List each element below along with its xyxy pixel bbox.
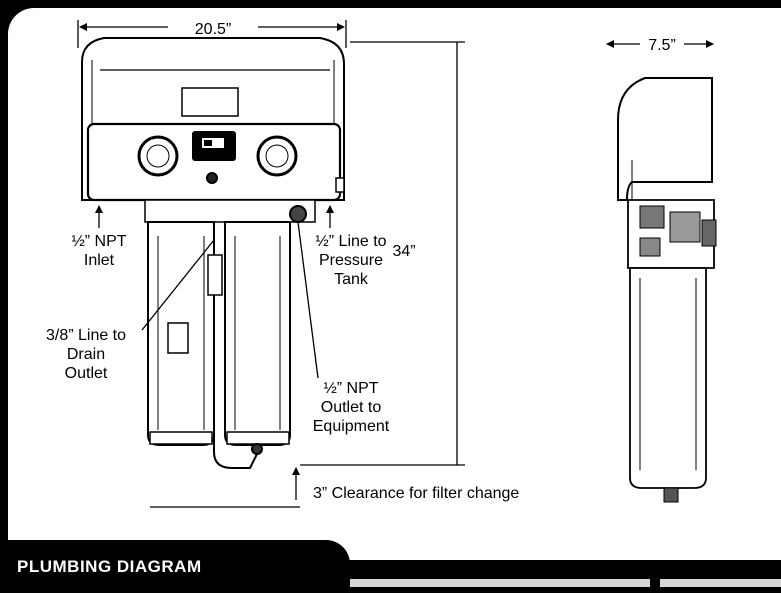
pressure-tank-label-3: Tank bbox=[334, 271, 369, 288]
drain-label-3: Outlet bbox=[65, 365, 108, 382]
drain-label-2: Drain bbox=[67, 346, 105, 363]
inlet-label-1: ½” NPT bbox=[71, 233, 126, 250]
side-cover bbox=[617, 77, 713, 201]
side-unit bbox=[617, 77, 717, 503]
bottom-strip bbox=[350, 579, 650, 587]
indicator-light bbox=[206, 172, 218, 184]
outlet-label-3: Equipment bbox=[313, 418, 390, 435]
front-unit bbox=[81, 37, 345, 469]
width-label: 20.5” bbox=[195, 21, 231, 38]
bottom-strip-right bbox=[660, 579, 781, 587]
outlet-leader bbox=[297, 221, 319, 379]
title-tab bbox=[0, 540, 350, 593]
manifold bbox=[144, 199, 316, 223]
filter-housing-right bbox=[224, 221, 291, 446]
inlet-label-2: Inlet bbox=[84, 252, 115, 269]
valve-knob bbox=[289, 205, 307, 223]
drain-label-1: 3/8” Line to bbox=[46, 327, 126, 344]
cover-window bbox=[181, 87, 239, 117]
clearance-label: 3” Clearance for filter change bbox=[313, 485, 519, 502]
pressure-tank-label-1: ½” Line to bbox=[315, 233, 386, 250]
drain-line bbox=[213, 228, 259, 469]
outlet-label-1: ½” NPT bbox=[323, 380, 378, 397]
pressure-tank-label-2: Pressure bbox=[319, 252, 383, 269]
labels: 20.5” 34” 7.5” 3” Clearance for filter c… bbox=[46, 21, 676, 502]
dimension-lines bbox=[77, 20, 714, 508]
diagram-title: PLUMBING DIAGRAM bbox=[17, 557, 202, 576]
height-label: 34” bbox=[392, 243, 415, 260]
depth-label: 7.5” bbox=[648, 37, 676, 54]
side-filter-housing bbox=[629, 267, 707, 489]
drain-leader bbox=[141, 239, 215, 331]
outlet-label-2: Outlet to bbox=[321, 399, 382, 416]
